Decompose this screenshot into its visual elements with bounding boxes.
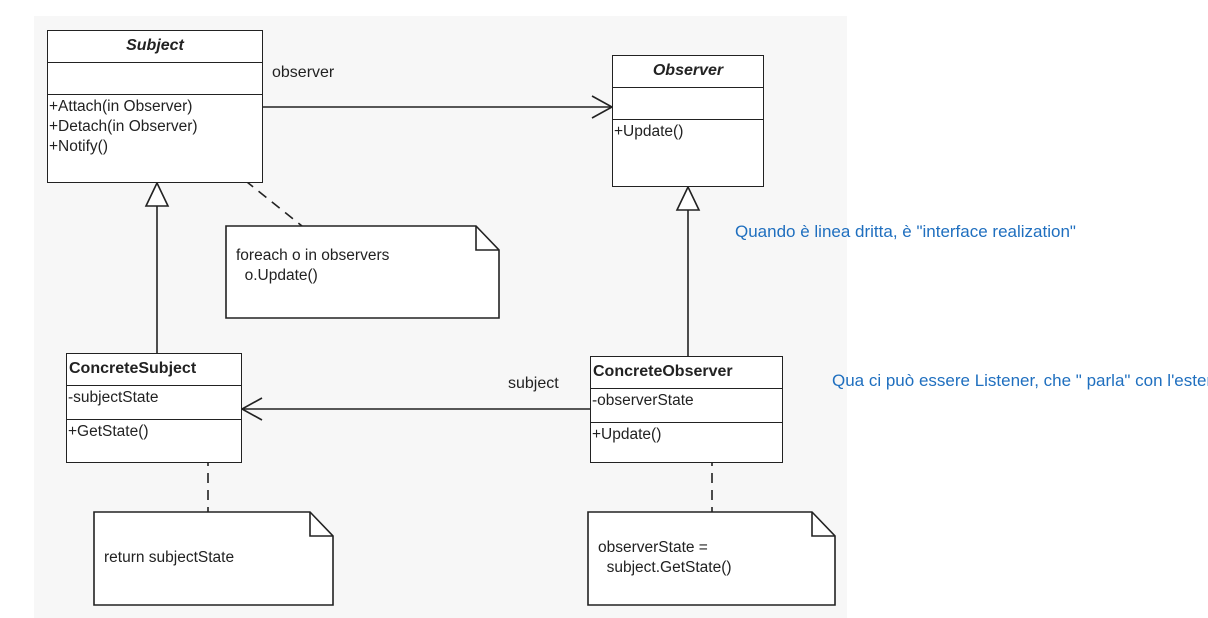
method-attach: +Attach(in Observer) — [49, 98, 193, 115]
attribute-observer-state: -observerState — [592, 392, 694, 409]
association-subject-arrowhead — [240, 397, 263, 421]
annotation-interface-realization: Quando è linea dritta, è "interface real… — [735, 222, 1076, 241]
association-observer-label: observer — [272, 64, 335, 81]
note-getstate-line-1: return subjectState — [104, 549, 235, 566]
attribute-subject-state: -subjectState — [68, 389, 159, 406]
method-concrete-update: +Update() — [592, 426, 662, 443]
class-subject-name: Subject — [48, 31, 262, 63]
class-concrete-observer-attributes: -observerState — [591, 389, 782, 423]
class-concrete-observer[interactable]: ConcreteObserver -observerState +Update(… — [590, 356, 783, 463]
class-concrete-observer-name: ConcreteObserver — [591, 357, 782, 389]
note-notify-anchor — [231, 169, 303, 227]
class-concrete-subject-name: ConcreteSubject — [67, 354, 241, 386]
annotation-listener-line-2: parla" con l'esterno — [1086, 371, 1208, 390]
class-subject-methods: +Attach(in Observer) +Detach(in Observer… — [48, 95, 262, 159]
note-update-text: observerState = subject.GetState() — [598, 538, 732, 578]
class-subject-attributes — [48, 63, 262, 95]
class-observer-name: Observer — [613, 56, 763, 88]
association-subject-label: subject — [508, 375, 559, 392]
note-update-shape — [587, 511, 836, 606]
method-get-state: +GetState() — [68, 423, 149, 440]
note-notify-fold — [475, 226, 499, 251]
method-update: +Update() — [614, 123, 684, 140]
method-notify: +Notify() — [49, 138, 108, 155]
class-observer-attributes — [613, 88, 763, 120]
class-subject[interactable]: Subject +Attach(in Observer) +Detach(in … — [47, 30, 263, 183]
class-observer-methods: +Update() — [613, 120, 763, 144]
note-notify-text: foreach o in observers o.Update() — [236, 246, 389, 286]
annotation-listener: Qua ci può essere Listener, che " parla"… — [832, 370, 1208, 392]
class-concrete-subject-methods: +GetState() — [67, 420, 241, 444]
annotation-listener-line-1: Qua ci può essere Listener, che " — [832, 371, 1082, 390]
class-concrete-subject-attributes: -subjectState — [67, 386, 241, 420]
class-concrete-subject[interactable]: ConcreteSubject -subjectState +GetState(… — [66, 353, 242, 463]
class-concrete-observer-methods: +Update() — [591, 423, 782, 447]
note-update-line-2: subject.GetState() — [598, 559, 732, 576]
generalization-observer-triangle — [675, 185, 701, 211]
note-notify-line-1: foreach o in observers — [236, 247, 390, 264]
generalization-subject-triangle — [144, 181, 170, 207]
note-update-fold — [811, 512, 835, 537]
class-observer[interactable]: Observer +Update() — [612, 55, 764, 187]
method-detach: +Detach(in Observer) — [49, 118, 198, 135]
note-getstate-shape — [93, 511, 334, 606]
note-update-line-1: observerState = — [598, 539, 708, 556]
note-notify-line-2: o.Update() — [236, 267, 318, 284]
note-notify-shape — [225, 225, 500, 319]
note-getstate-text: return subjectState — [104, 548, 234, 568]
note-getstate-fold — [309, 512, 333, 537]
